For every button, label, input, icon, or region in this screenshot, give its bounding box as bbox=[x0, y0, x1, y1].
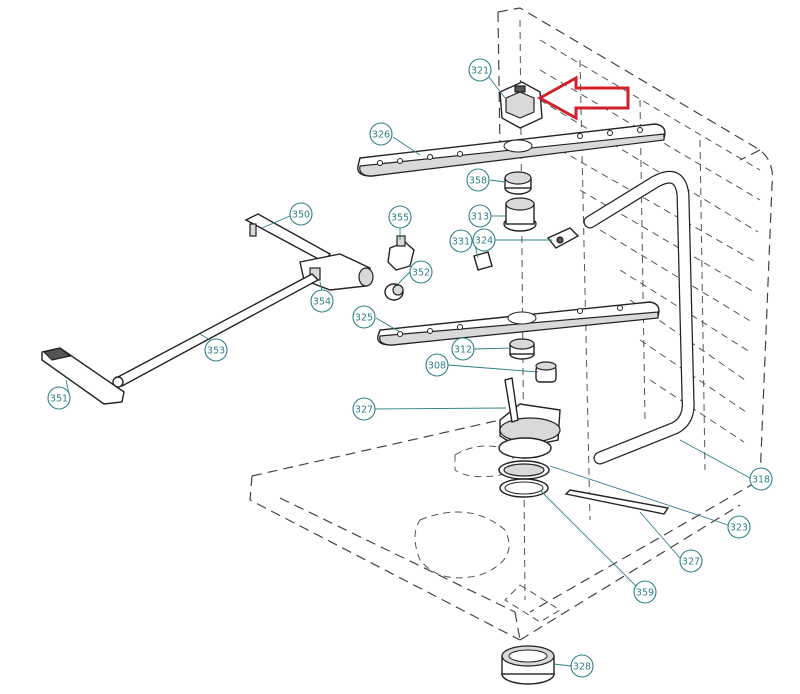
callout-326: 326 bbox=[369, 122, 393, 146]
part-321 bbox=[499, 81, 543, 129]
svg-text:327: 327 bbox=[355, 405, 373, 416]
svg-text:321: 321 bbox=[471, 66, 489, 77]
upper-spray-arm bbox=[357, 123, 666, 177]
svg-text:324: 324 bbox=[475, 236, 493, 247]
svg-text:327: 327 bbox=[682, 557, 700, 568]
callout-323: 323 bbox=[727, 515, 751, 539]
sump-assembly bbox=[498, 377, 561, 459]
svg-text:350: 350 bbox=[292, 210, 310, 221]
part-328 bbox=[501, 645, 555, 685]
left-arrow-icon bbox=[536, 75, 630, 121]
svg-text:359: 359 bbox=[636, 588, 654, 599]
part-312 bbox=[509, 338, 535, 360]
svg-text:312: 312 bbox=[454, 345, 472, 356]
svg-text:328: 328 bbox=[573, 662, 591, 673]
svg-text:354: 354 bbox=[313, 297, 331, 308]
callout-359: 359 bbox=[633, 580, 657, 604]
callout-354: 354 bbox=[310, 289, 334, 313]
callout-308: 308 bbox=[425, 353, 449, 377]
ring-323 bbox=[498, 460, 550, 480]
svg-text:326: 326 bbox=[372, 130, 390, 141]
callout-355: 355 bbox=[388, 205, 412, 229]
part-331 bbox=[473, 251, 493, 271]
svg-text:353: 353 bbox=[207, 346, 225, 357]
callout-325: 325 bbox=[352, 305, 376, 329]
svg-text:352: 352 bbox=[412, 268, 430, 279]
svg-text:355: 355 bbox=[391, 213, 409, 224]
callout-328: 328 bbox=[570, 654, 594, 678]
part-308 bbox=[535, 361, 557, 383]
part-355 bbox=[387, 235, 415, 271]
svg-text:358: 358 bbox=[469, 176, 487, 187]
svg-text:318: 318 bbox=[752, 475, 770, 486]
callout-351: 351 bbox=[47, 386, 71, 410]
callout-312: 312 bbox=[451, 337, 475, 361]
part-351 bbox=[41, 347, 125, 405]
part-313 bbox=[503, 197, 537, 232]
callout-352: 352 bbox=[409, 260, 433, 284]
part-358 bbox=[504, 171, 532, 195]
callout-331: 331 bbox=[449, 229, 473, 253]
svg-text:313: 313 bbox=[471, 212, 489, 223]
lower-spray-arm bbox=[377, 301, 660, 346]
hose-327 bbox=[564, 489, 670, 515]
svg-text:331: 331 bbox=[452, 237, 470, 248]
ring-359 bbox=[499, 478, 549, 498]
callout-327-lower: 327 bbox=[679, 549, 703, 573]
callout-350: 350 bbox=[289, 202, 313, 226]
callout-324: 324 bbox=[472, 228, 496, 252]
svg-text:351: 351 bbox=[50, 394, 68, 405]
pipe-318 bbox=[583, 170, 695, 465]
svg-text:323: 323 bbox=[730, 523, 748, 534]
callout-358: 358 bbox=[466, 168, 490, 192]
callout-318: 318 bbox=[749, 467, 773, 491]
part-353 bbox=[112, 273, 320, 388]
callout-321: 321 bbox=[468, 58, 492, 82]
svg-text:308: 308 bbox=[428, 361, 446, 372]
part-324 bbox=[546, 227, 580, 249]
leader-lines bbox=[65, 76, 751, 667]
callout-353: 353 bbox=[204, 338, 228, 362]
callout-313: 313 bbox=[468, 204, 492, 228]
svg-text:325: 325 bbox=[355, 313, 373, 324]
part-352 bbox=[384, 283, 404, 301]
callout-327-upper: 327 bbox=[352, 397, 376, 421]
